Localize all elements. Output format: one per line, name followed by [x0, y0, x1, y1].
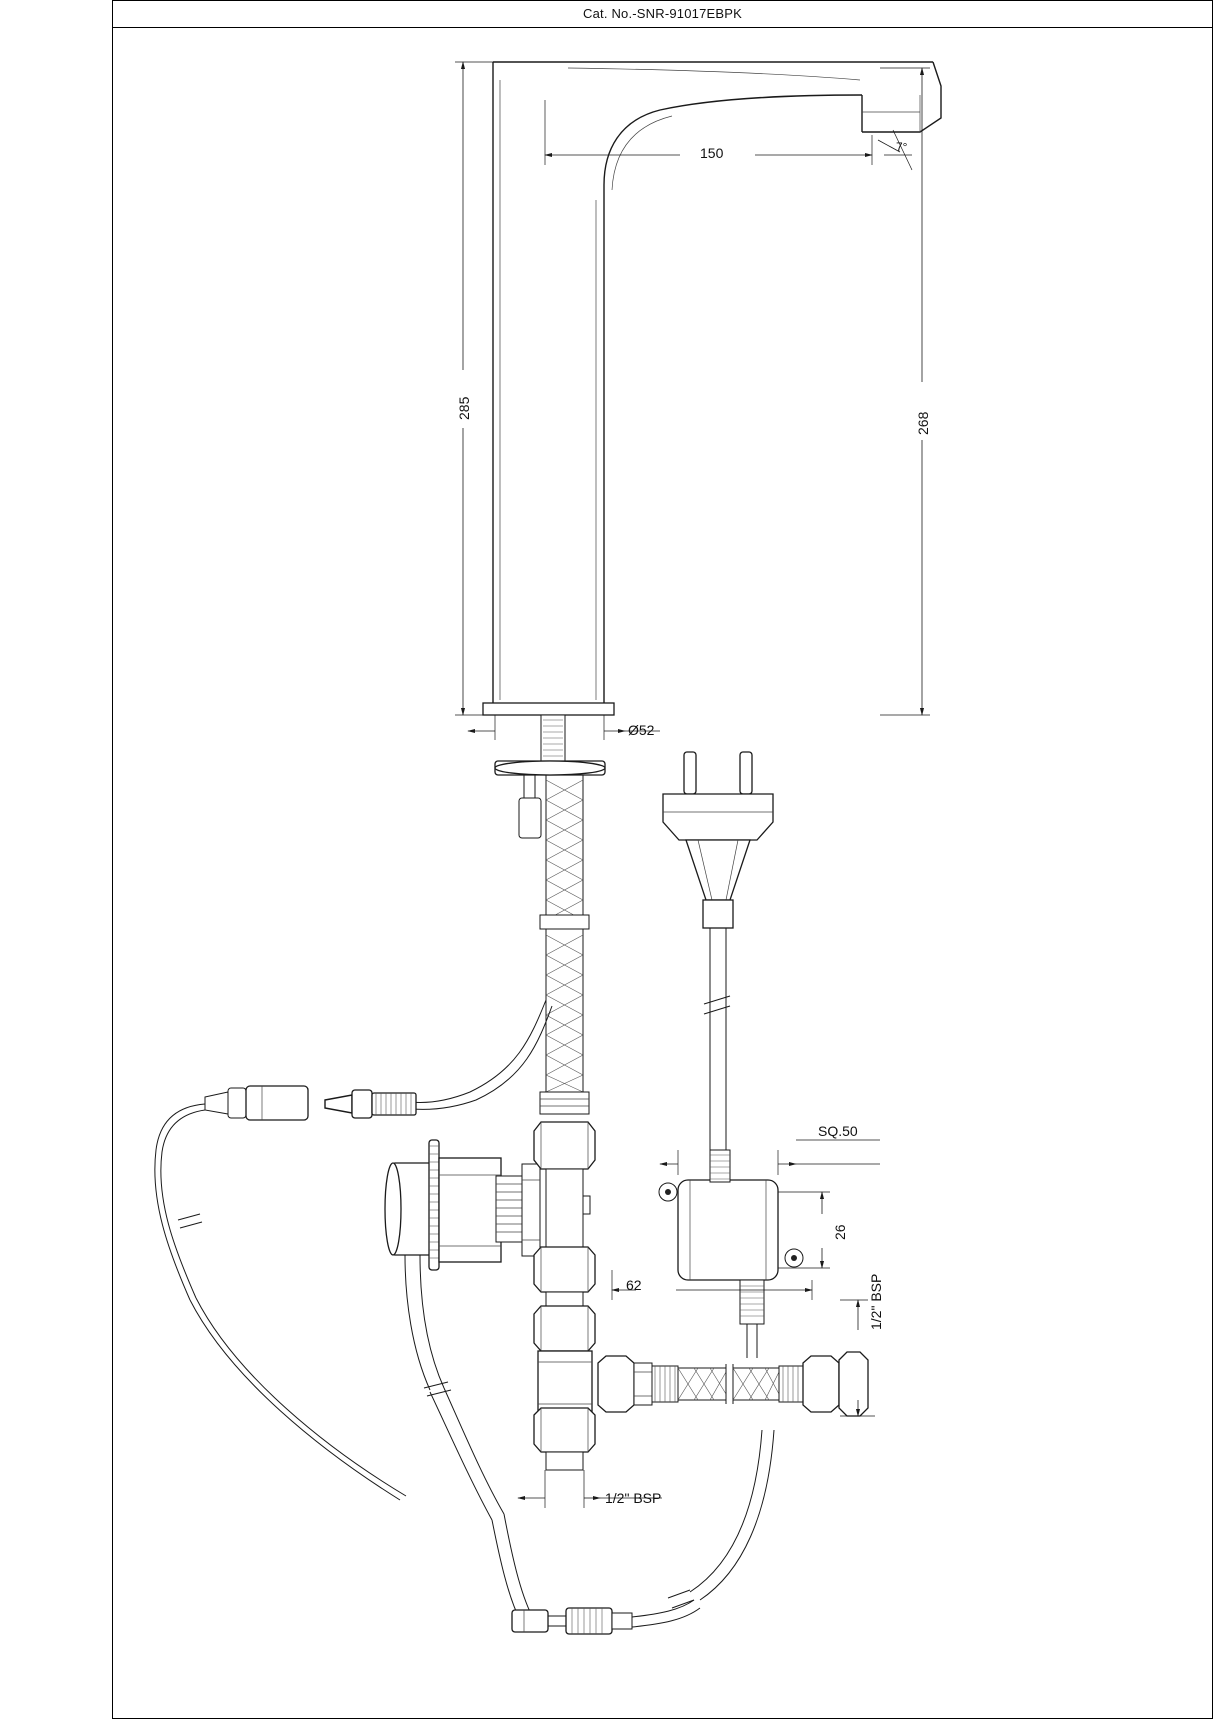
power-plug-assembly: [662, 751, 774, 1150]
horizontal-braided-hose: [597, 1351, 869, 1417]
dim-inlet-thread: 1/2" BSP: [605, 1490, 662, 1506]
sensor-cable-upper: [409, 999, 553, 1110]
dim-outlet-angle: 7°: [896, 140, 908, 154]
bottom-sensor-cable: [491, 1429, 775, 1635]
dim-spout-reach: 150: [700, 145, 724, 161]
dim-overall-height: 285: [456, 396, 472, 420]
dim-control-box-height: 26: [832, 1224, 848, 1240]
faucet-body: [492, 61, 942, 703]
drawing-frame: Cat. No.-SNR-91017EBPK: [112, 0, 1213, 1719]
dim-control-box-offset: 62: [626, 1277, 642, 1293]
dim-base-diameter: Ø52: [628, 722, 655, 738]
dim-control-box-size: SQ.50: [818, 1123, 858, 1139]
braided-hose-main: [539, 775, 590, 1115]
dimension-lines: [455, 61, 930, 1508]
title-bar: Cat. No.-SNR-91017EBPK: [113, 1, 1212, 28]
pipe-stack-center: [533, 1121, 596, 1471]
dim-outlet-thread: 1/2" BSP: [868, 1273, 884, 1330]
control-box: [658, 1149, 804, 1358]
dim-body-height: 268: [915, 411, 931, 435]
base-flange: [482, 702, 615, 839]
jack-connector-pair: [154, 1085, 417, 1501]
catalog-number-label: Cat. No.-SNR-91017EBPK: [582, 6, 743, 21]
